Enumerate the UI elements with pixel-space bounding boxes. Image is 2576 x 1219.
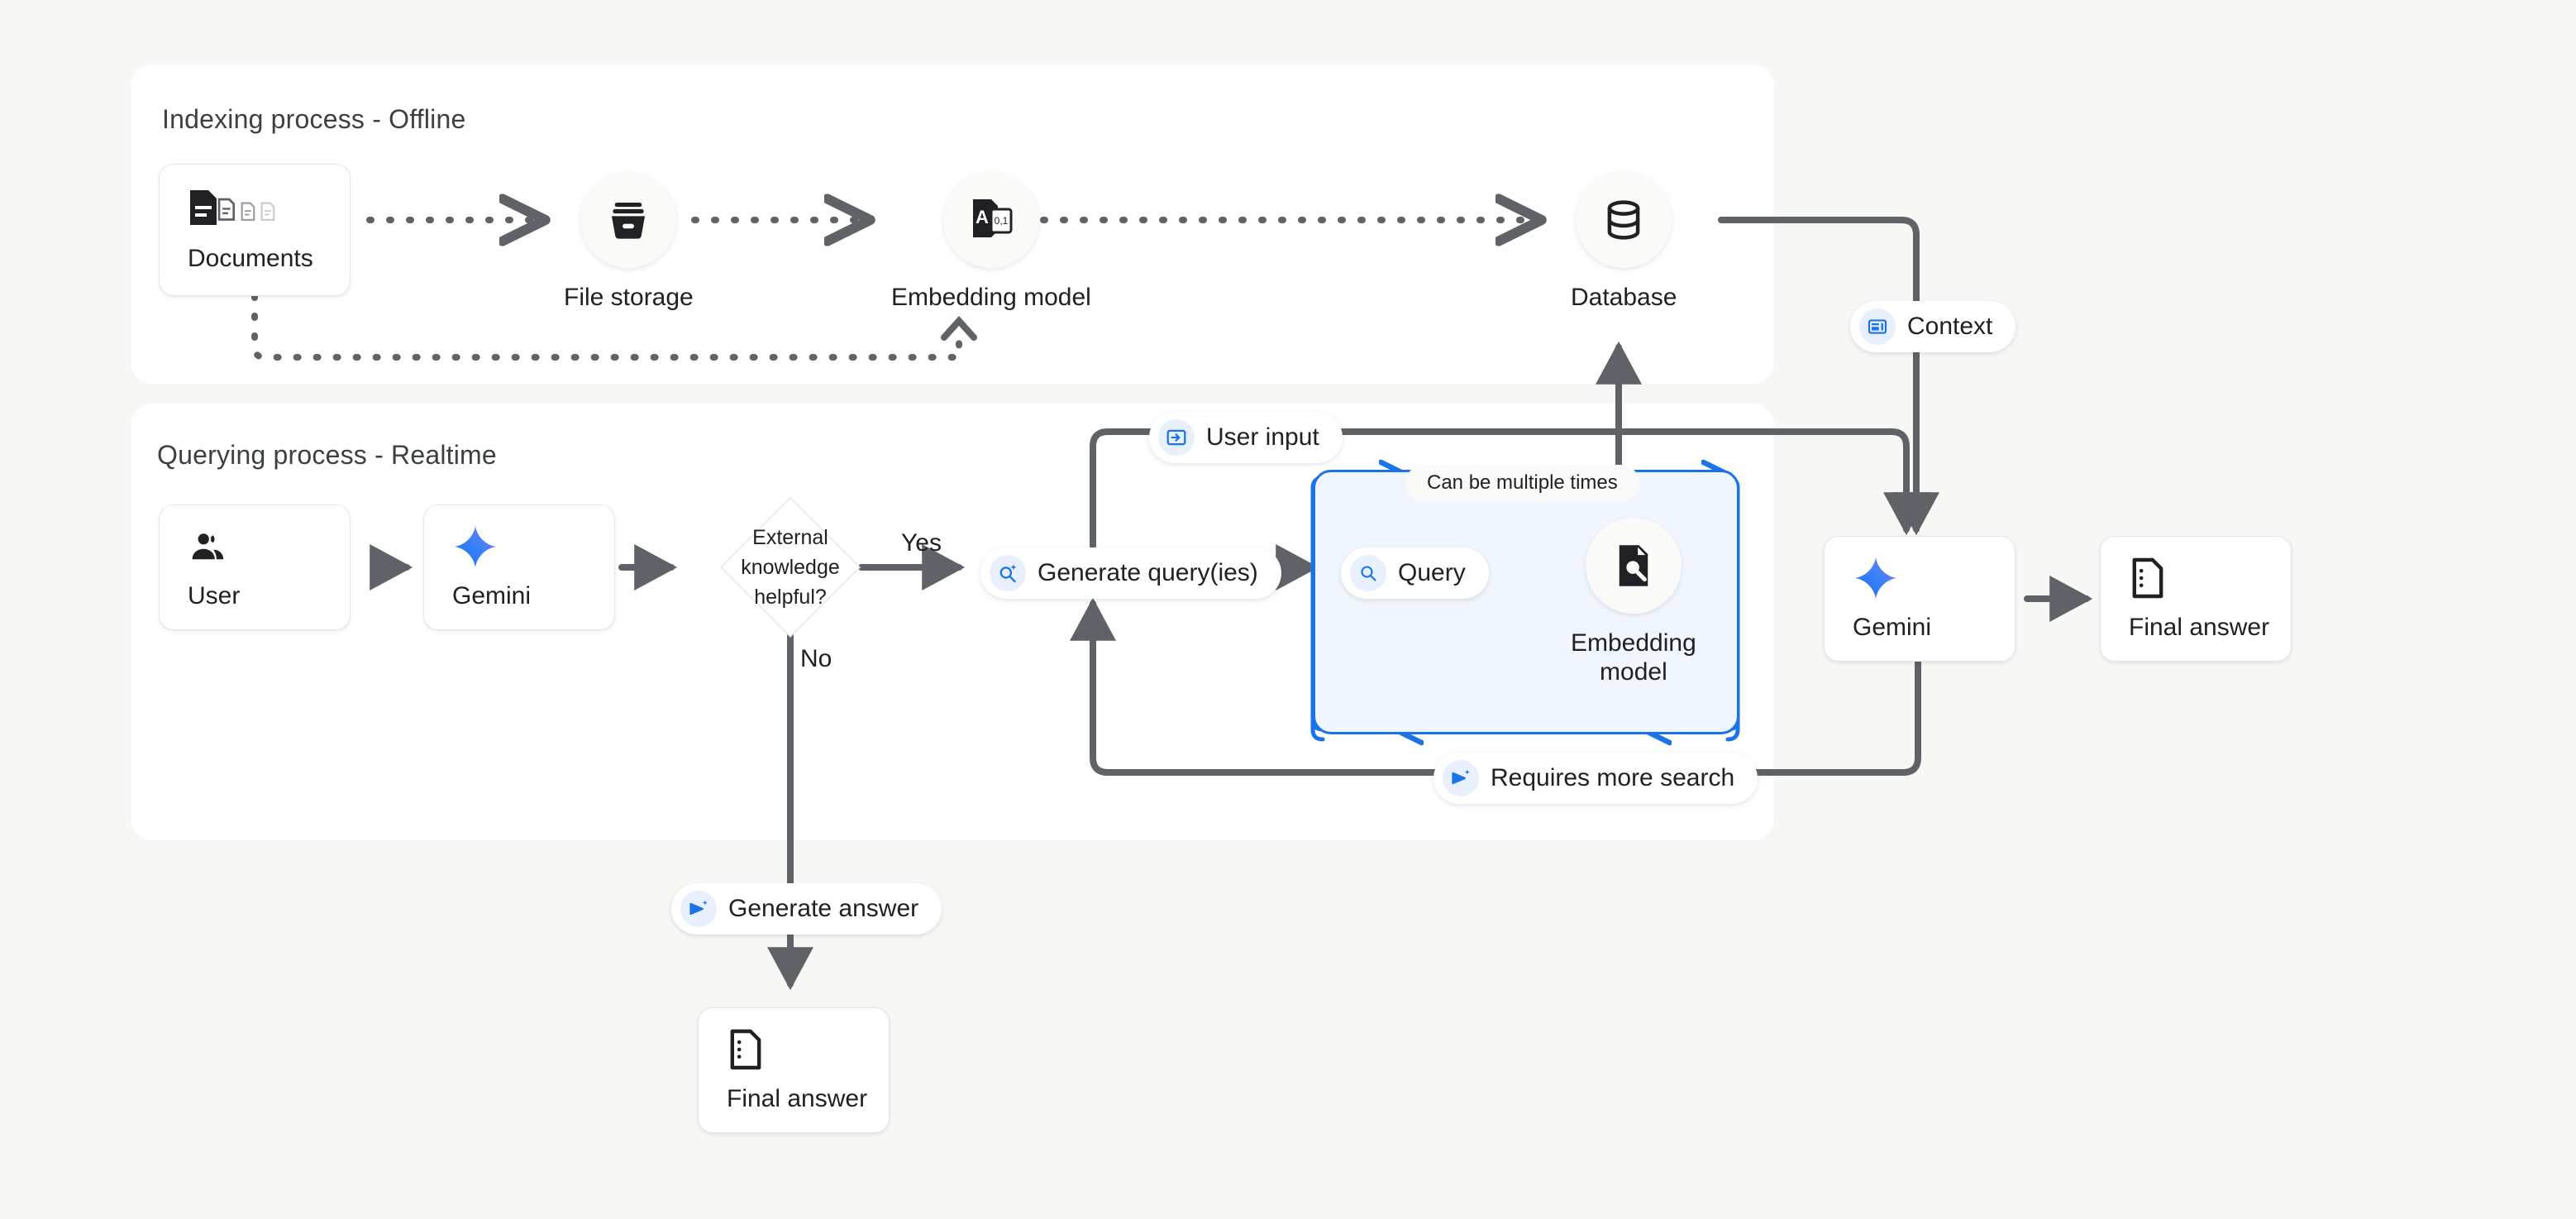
node-gemini-left-label: Gemini bbox=[452, 582, 614, 610]
pill-generate-queries-label: Generate query(ies) bbox=[1038, 559, 1258, 587]
pill-generate-answer-label: Generate answer bbox=[728, 895, 918, 923]
node-user[interactable]: User bbox=[159, 504, 351, 630]
article-icon bbox=[1859, 308, 1896, 345]
svg-text:0,1: 0,1 bbox=[995, 215, 1009, 227]
gemini-sparkle-icon bbox=[1853, 556, 2015, 600]
send-sparkle-icon bbox=[680, 891, 717, 927]
pill-requires-more-search-label: Requires more search bbox=[1491, 764, 1734, 792]
node-database-label: Database bbox=[1571, 283, 1677, 312]
answer-doc-icon bbox=[727, 1027, 889, 1072]
decision-line-1: External bbox=[752, 523, 828, 552]
node-final-answer-bottom[interactable]: Final answer bbox=[698, 1007, 890, 1133]
decision-line-2: knowledge bbox=[741, 552, 840, 582]
answer-doc-icon bbox=[2129, 556, 2291, 600]
documents-icon bbox=[188, 187, 350, 232]
document-search-icon bbox=[1586, 518, 1682, 614]
pill-user-input-label: User input bbox=[1206, 423, 1319, 452]
login-icon bbox=[1158, 419, 1195, 456]
panel-indexing-title: Indexing process - Offline bbox=[162, 104, 465, 135]
node-documents-label: Documents bbox=[188, 245, 350, 273]
database-icon bbox=[1576, 172, 1672, 268]
edge-label-no: No bbox=[800, 645, 832, 673]
svg-text:A: A bbox=[976, 207, 989, 227]
node-file-storage-label: File storage bbox=[564, 283, 694, 312]
node-embedding-model-index-label: Embedding model bbox=[891, 283, 1091, 312]
node-embedding-model-query-label: Embedding model bbox=[1571, 629, 1696, 687]
panel-querying-title: Querying process - Realtime bbox=[157, 440, 497, 471]
decision-line-3: helpful? bbox=[754, 582, 827, 612]
pill-context-label: Context bbox=[1907, 313, 1992, 341]
user-icon bbox=[188, 524, 350, 569]
node-database[interactable]: Database bbox=[1571, 172, 1677, 312]
send-sparkle-icon bbox=[1443, 760, 1479, 796]
pill-user-input[interactable]: User input bbox=[1149, 412, 1343, 463]
pill-query-label: Query bbox=[1398, 559, 1466, 587]
pill-requires-more-search[interactable]: Requires more search bbox=[1433, 753, 1758, 804]
node-gemini-right-label: Gemini bbox=[1853, 614, 2015, 642]
node-user-label: User bbox=[188, 582, 350, 610]
node-embedding-model-query[interactable]: Embedding model bbox=[1571, 518, 1696, 687]
text-to-vector-icon: A 0,1 bbox=[943, 172, 1039, 268]
file-storage-icon bbox=[580, 172, 676, 268]
loop-note: Can be multiple times bbox=[1405, 465, 1639, 501]
pill-generate-queries[interactable]: Generate query(ies) bbox=[980, 547, 1281, 599]
gemini-sparkle-icon bbox=[452, 524, 614, 569]
pill-query[interactable]: Query bbox=[1341, 547, 1489, 599]
node-final-answer-bottom-label: Final answer bbox=[727, 1085, 889, 1113]
node-final-answer-right-label: Final answer bbox=[2129, 614, 2291, 642]
edge-label-yes: Yes bbox=[901, 529, 942, 557]
search-sparkle-icon bbox=[990, 555, 1026, 591]
node-final-answer-right[interactable]: Final answer bbox=[2100, 536, 2292, 662]
node-embedding-model-index[interactable]: A 0,1 Embedding model bbox=[891, 172, 1091, 312]
node-gemini-right[interactable]: Gemini bbox=[1824, 536, 2015, 662]
search-icon bbox=[1350, 555, 1386, 591]
node-gemini-left[interactable]: Gemini bbox=[423, 504, 615, 630]
node-decision-external-knowledge[interactable]: External knowledge helpful? bbox=[716, 493, 865, 642]
node-file-storage[interactable]: File storage bbox=[564, 172, 694, 312]
node-documents[interactable]: Documents bbox=[159, 164, 351, 296]
pill-generate-answer[interactable]: Generate answer bbox=[671, 883, 942, 935]
pill-context[interactable]: Context bbox=[1850, 301, 2015, 352]
